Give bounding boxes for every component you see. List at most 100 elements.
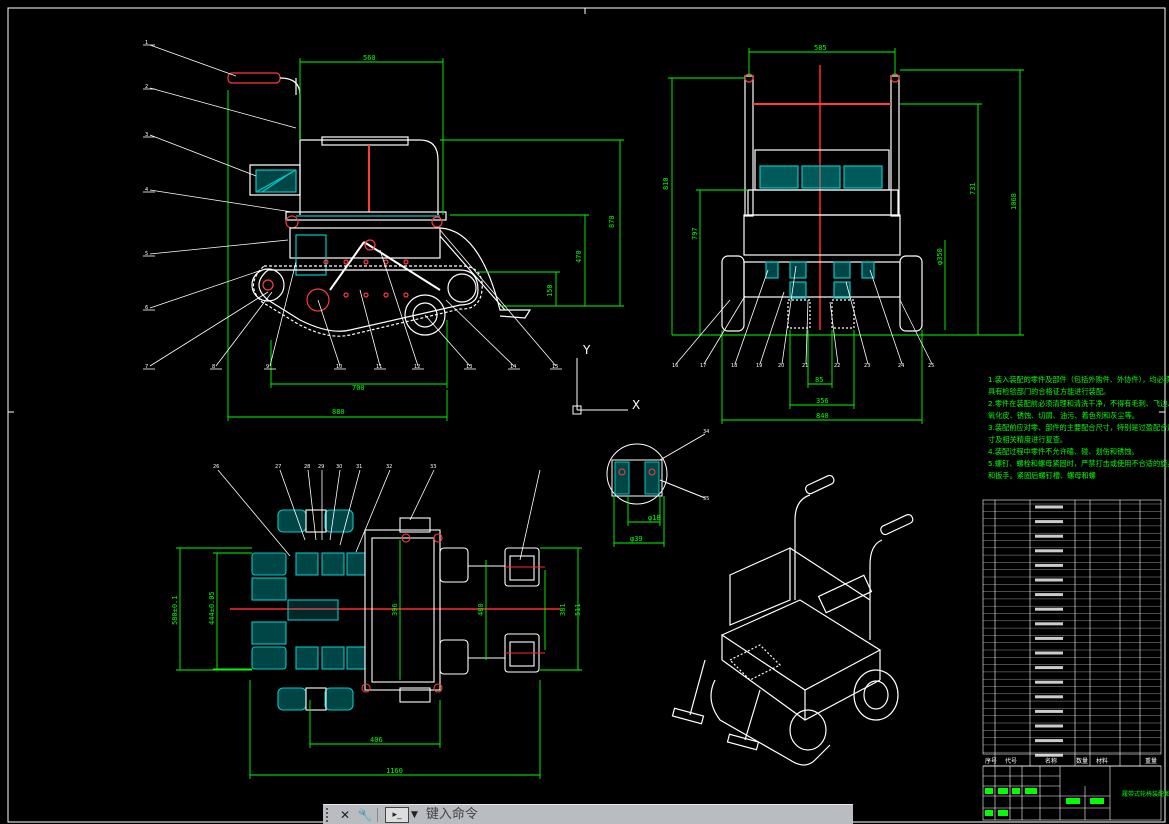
svg-text:7: 7 — [145, 364, 148, 370]
svg-text:φ350: φ350 — [936, 248, 944, 265]
svg-text:氧化皮、锈蚀、切屑、油污、着色剂和灰尘等。: 氧化皮、锈蚀、切屑、油污、着色剂和灰尘等。 — [988, 411, 1139, 420]
svg-text:数量: 数量 — [1076, 757, 1088, 765]
iso-wheel — [853, 669, 899, 721]
ucs-x-label: X — [632, 398, 640, 412]
front-basket-left — [759, 165, 799, 189]
wrench-icon[interactable]: 🔧 — [357, 807, 373, 822]
svg-text:32: 32 — [386, 464, 392, 470]
front-view — [721, 65, 923, 332]
side-view-dim-text: 560 870 470 150 700 880 — [332, 54, 616, 416]
svg-text:1160: 1160 — [386, 767, 403, 775]
svg-text:406: 406 — [370, 736, 383, 744]
parts-list-header: 代号 序号 名称 数量 材料 重量 — [985, 757, 1157, 765]
front-wheel-right — [899, 255, 923, 332]
chevron-down-icon[interactable]: ▼ — [411, 809, 418, 820]
svg-text:名称: 名称 — [1045, 757, 1057, 765]
parts-list-row-text — [1035, 578, 1063, 582]
svg-text:1068: 1068 — [1010, 193, 1018, 210]
parts-list-row-text — [1035, 636, 1063, 640]
svg-text:材料: 材料 — [1096, 757, 1108, 765]
detail-view-dimensions — [613, 496, 665, 547]
svg-text:23: 23 — [864, 363, 870, 369]
parts-list-row-text — [1035, 666, 1063, 670]
svg-text:10: 10 — [336, 364, 342, 370]
parts-list-row-text — [1035, 651, 1063, 655]
svg-text:12: 12 — [414, 364, 420, 370]
svg-text:19: 19 — [756, 363, 762, 369]
separator — [377, 807, 378, 822]
svg-text:28: 28 — [304, 464, 310, 470]
handle-tube — [279, 77, 301, 140]
svg-text:5.螺钉、螺栓和螺母紧固时，严禁打击或使用不合适的旋具: 5.螺钉、螺栓和螺母紧固时，严禁打击或使用不合适的旋具 — [988, 459, 1169, 468]
top-view-dimensions — [176, 540, 582, 779]
front-view-leaders — [675, 265, 933, 365]
side-view — [227, 72, 532, 337]
svg-text:85: 85 — [815, 376, 823, 384]
footrest — [439, 227, 532, 319]
isometric-view — [671, 474, 914, 766]
svg-text:16: 16 — [672, 363, 678, 369]
chassis — [289, 227, 441, 259]
parts-list-row-text — [1035, 549, 1063, 553]
svg-text:4.装配过程中零件不允许磕、碰、划伤和锈蚀。: 4.装配过程中零件不允许磕、碰、划伤和锈蚀。 — [988, 447, 1139, 456]
svg-text:1: 1 — [145, 40, 148, 46]
svg-text:29: 29 — [318, 464, 324, 470]
front-chassis — [743, 214, 901, 256]
parts-list-row-text — [1035, 520, 1063, 524]
svg-text:8: 8 — [212, 364, 215, 370]
front-handle-left — [744, 75, 754, 217]
svg-text:22: 22 — [834, 363, 840, 369]
parts-list-row-text — [1035, 607, 1063, 611]
drive-sprocket — [251, 268, 285, 302]
svg-text:3: 3 — [145, 132, 148, 138]
svg-text:840: 840 — [816, 412, 829, 420]
close-icon[interactable]: ✕ — [339, 807, 351, 822]
svg-text:代号: 代号 — [1005, 757, 1017, 765]
svg-text:480: 480 — [477, 603, 485, 616]
svg-text:700: 700 — [352, 384, 365, 392]
svg-text:3.装配前应对零、部件的主要配合尺寸，特别是过盈配合尺: 3.装配前应对零、部件的主要配合尺寸，特别是过盈配合尺 — [988, 423, 1169, 432]
svg-text:2: 2 — [145, 84, 148, 90]
svg-text:6: 6 — [145, 305, 148, 311]
parts-list-row-text — [1035, 739, 1063, 743]
technical-notes: 1.装入装配的零件及部件（包括外购件、外协件），均必须 具有检验部门的合格证方能… — [988, 375, 1169, 480]
svg-text:560: 560 — [363, 54, 376, 62]
parts-list-row-text — [1035, 753, 1063, 757]
front-view-balloons: 16 17 18 19 20 21 22 23 24 25 — [672, 363, 934, 369]
command-prompt-icon[interactable]: ▸_ — [385, 806, 409, 823]
svg-text:14: 14 — [510, 364, 516, 370]
svg-text:寸及相关精度进行复查。: 寸及相关精度进行复查。 — [988, 435, 1067, 444]
svg-text:511: 511 — [574, 603, 582, 616]
svg-text:21: 21 — [802, 363, 808, 369]
svg-text:4: 4 — [145, 187, 148, 193]
svg-text:2.零件在装配前必须清理和清洗干净，不得有毛刺、飞边、: 2.零件在装配前必须清理和清洗干净，不得有毛刺、飞边、 — [988, 399, 1169, 408]
svg-text:33: 33 — [430, 464, 436, 470]
svg-text:序号: 序号 — [985, 757, 997, 765]
svg-text:356: 356 — [816, 397, 829, 405]
handle-grip — [227, 72, 281, 84]
svg-text:396: 396 — [391, 603, 399, 616]
parts-list-row-text — [1035, 680, 1063, 684]
basket — [249, 164, 301, 196]
ucs-y-label: Y — [582, 343, 591, 357]
drag-grip-icon[interactable] — [326, 807, 334, 822]
svg-text:11: 11 — [376, 364, 382, 370]
detail-view-dim-text: φ18 φ39 — [630, 514, 661, 543]
ucs-icon — [572, 358, 628, 415]
side-view-balloons: 1 2 3 4 5 6 7 8 9 10 11 12 13 14 15 — [145, 40, 558, 370]
title-block — [982, 765, 1162, 821]
svg-text:31: 31 — [356, 464, 362, 470]
command-input[interactable] — [423, 806, 853, 823]
svg-text:17: 17 — [700, 363, 706, 369]
svg-text:φ18: φ18 — [648, 514, 661, 522]
svg-text:27: 27 — [275, 464, 281, 470]
detail-view-balloons: 34 35 — [703, 429, 709, 502]
detail-circle — [606, 443, 668, 505]
parts-list-row-text — [1035, 695, 1063, 699]
command-line-bar: ✕ 🔧 ▸_ ▼ — [323, 804, 853, 824]
front-view-dim-text: 585 810 797 731 1068 φ350 85 356 840 — [662, 44, 1018, 420]
top-view-dim-text: 580±0.1 444±0.05 396 480 381 511 406 116… — [171, 591, 582, 775]
svg-text:580±0.1: 580±0.1 — [171, 595, 179, 625]
svg-text:9: 9 — [266, 364, 269, 370]
